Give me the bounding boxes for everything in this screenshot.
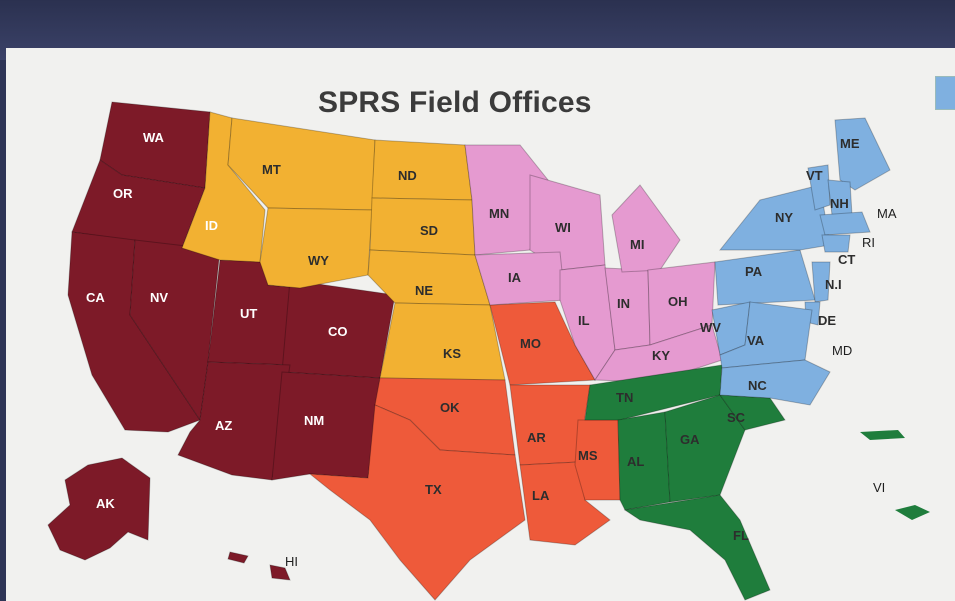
label-mo: MO [520,336,541,351]
label-tn: TN [616,390,633,405]
label-va: VA [747,333,765,348]
label-ne: NE [415,283,433,298]
state-nd [371,139,473,201]
state-fl [623,494,771,601]
region-mountain-plains [181,111,506,381]
label-nj: N.I [825,277,842,292]
state-wy [259,207,373,289]
state-tx [308,404,526,601]
region-south-central [308,301,621,601]
label-ga: GA [680,432,700,447]
state-ks [379,302,506,381]
label-hi: HI [285,554,298,569]
region-northeast [711,117,891,406]
state-vt [807,164,831,211]
label-la: LA [532,488,550,503]
state-nj [811,261,831,303]
label-tx: TX [425,482,442,497]
region-southeast [584,364,786,601]
label-ca: CA [86,290,105,305]
state-mi [611,184,681,273]
label-ar: AR [527,430,546,445]
label-de: DE [818,313,836,328]
label-ky: KY [652,348,670,363]
label-wi: WI [555,220,571,235]
label-nh: NH [830,196,849,211]
region-midwest [464,144,723,383]
label-ct: CT [838,252,855,267]
state-ct [821,234,851,253]
label-ia: IA [508,270,522,285]
label-co: CO [328,324,348,339]
label-nd: ND [398,168,417,183]
state-hi [227,551,291,581]
state-me [834,117,891,191]
label-ri: RI [862,235,875,250]
state-labels: WA OR CA NV ID MT WY UT CO AZ NM AK HI N… [86,130,897,569]
label-fl: FL [733,528,749,543]
territory-pr [860,430,905,440]
state-ma [819,211,871,236]
label-ny: NY [775,210,793,225]
label-id: ID [205,218,218,233]
state-tn [584,364,723,421]
state-al [617,411,671,511]
label-vt: VT [806,168,823,183]
label-ut: UT [240,306,257,321]
label-oh: OH [668,294,688,309]
state-pa [714,249,816,306]
label-wa: WA [143,130,165,145]
label-pa: PA [745,264,763,279]
state-ga [664,394,746,503]
label-ms: MS [578,448,598,463]
label-al: AL [627,454,644,469]
state-ak [47,457,151,561]
label-ok: OK [440,400,460,415]
state-nm [271,371,381,481]
label-wv: WV [700,320,721,335]
territory-vi [895,505,930,520]
label-md: MD [832,343,852,358]
label-sc: SC [727,410,746,425]
label-ks: KS [443,346,461,361]
label-nm: NM [304,413,324,428]
state-nc [719,359,831,406]
label-ak: AK [96,496,115,511]
label-me: ME [840,136,860,151]
label-in: IN [617,296,630,311]
label-mt: MT [262,162,281,177]
label-az: AZ [215,418,232,433]
label-il: IL [578,313,590,328]
label-vi: VI [873,480,885,495]
map-title: SPRS Field Offices [318,86,592,119]
label-wy: WY [308,253,329,268]
state-sc [718,394,786,431]
label-mn: MN [489,206,509,221]
label-ma: MA [877,206,897,221]
label-or: OR [113,186,133,201]
state-ca [67,231,201,433]
label-sd: SD [420,223,438,238]
label-nc: NC [748,378,767,393]
label-mi: MI [630,237,644,252]
region-west [47,101,396,581]
legend-chip [935,76,955,110]
label-nv: NV [150,290,168,305]
